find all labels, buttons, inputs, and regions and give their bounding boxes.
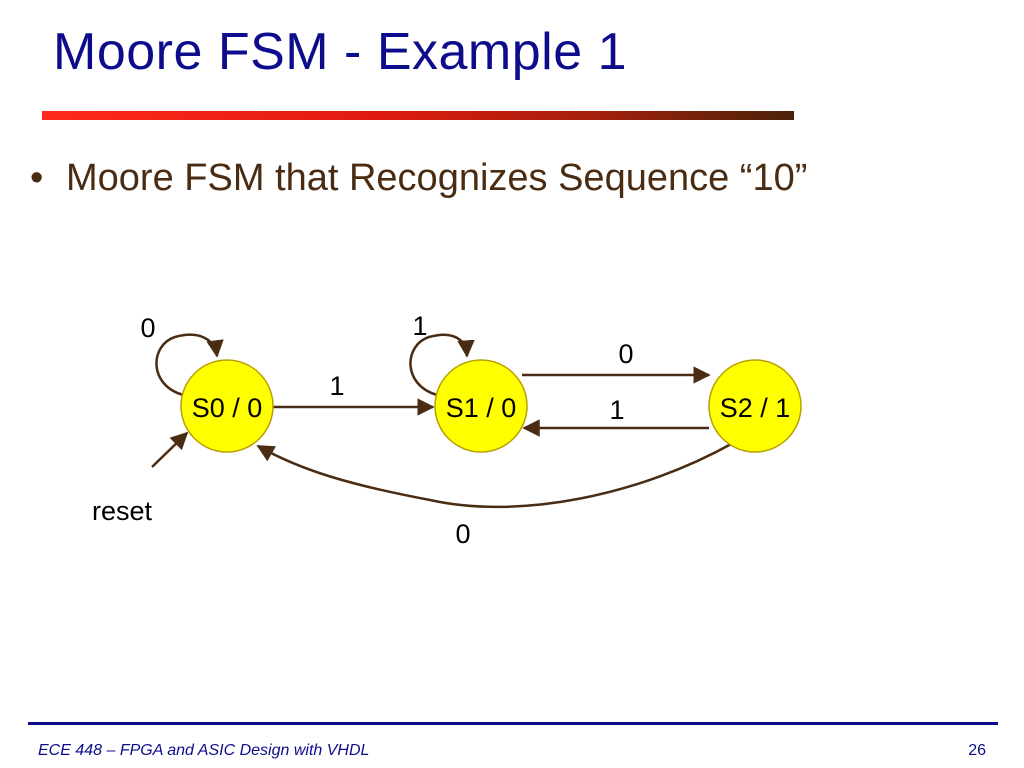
state-s0-label: S0 / 0 <box>192 393 263 423</box>
transition-label-s1-s2: 0 <box>618 339 633 369</box>
footer-course-title: ECE 448 – FPGA and ASIC Design with VHDL <box>38 742 370 759</box>
bullet-marker: • <box>30 157 44 199</box>
transition-label-s1-self: 1 <box>412 311 427 341</box>
state-s1-circle <box>434 359 528 453</box>
page-number: 26 <box>968 742 986 759</box>
transition-s0-self-loop <box>155 333 224 397</box>
transition-label-s2-s0: 0 <box>455 519 470 549</box>
state-s0-circle <box>180 359 274 453</box>
state-s1-label: S1 / 0 <box>446 393 517 423</box>
reset-arrow <box>151 431 189 468</box>
state-s0: S0 / 0 <box>180 359 274 453</box>
footer-divider <box>28 722 998 725</box>
reset-label: reset <box>92 496 153 526</box>
bullet-item: • Moore FSM that Recognizes Sequence “10” <box>30 157 807 200</box>
state-s2-label: S2 / 1 <box>720 393 791 423</box>
state-s2: S2 / 1 <box>708 359 802 453</box>
transition-label-s0-s1: 1 <box>329 371 344 401</box>
state-s1: S1 / 0 <box>434 359 528 453</box>
transition-s2-to-s0 <box>256 441 734 509</box>
slide-title: Moore FSM - Example 1 <box>53 23 627 81</box>
transition-s1-self-loop <box>409 333 475 397</box>
bullet-text: Moore FSM that Recognizes Sequence “10” <box>66 157 808 199</box>
state-s2-circle <box>708 359 802 453</box>
transition-label-s2-s1: 1 <box>609 395 624 425</box>
title-underline <box>42 111 794 120</box>
transition-label-s0-self: 0 <box>140 313 155 343</box>
